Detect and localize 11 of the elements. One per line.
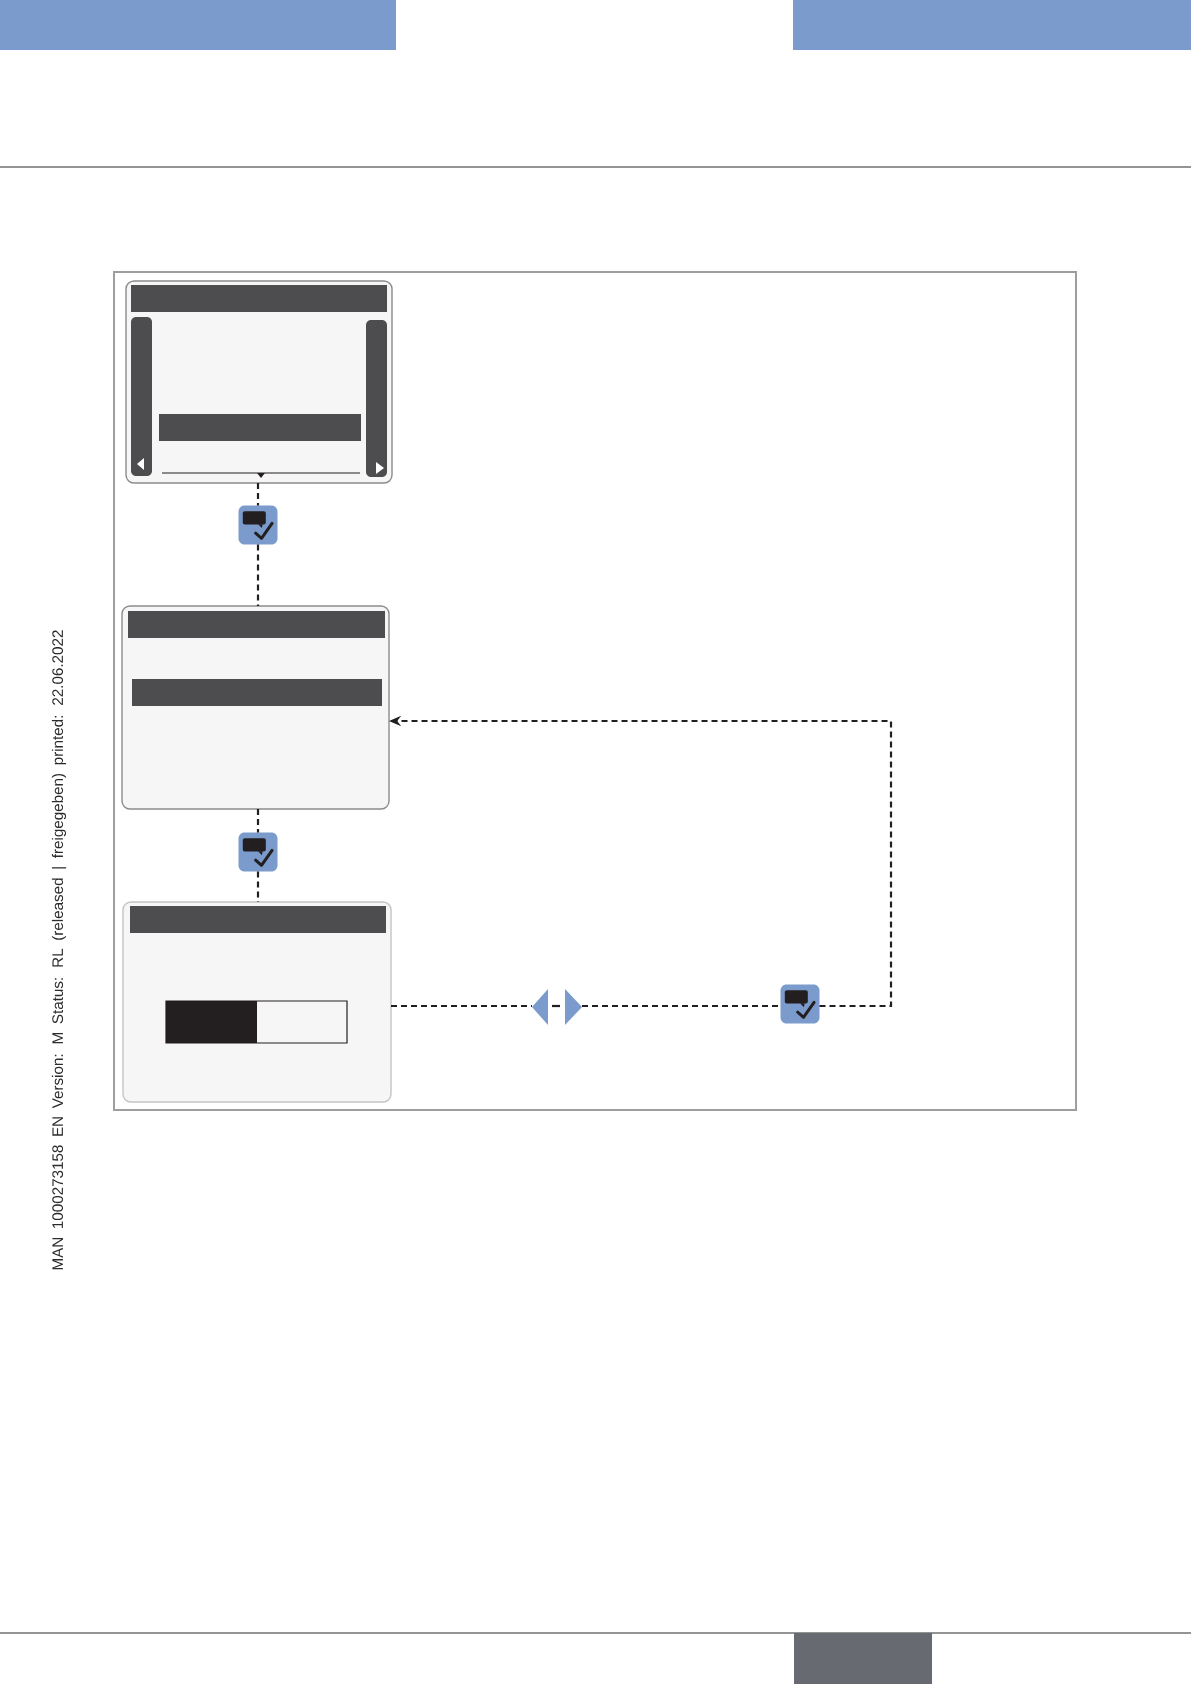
speech-bubble-check-icon — [238, 505, 278, 545]
speech-bubble-check-icon — [780, 984, 820, 1024]
connector-line — [256, 544, 260, 606]
margin-note: MAN 1000273158 EN Version: M Status: RL (released | freigegeben) printed: 22.06.2022 — [51, 630, 67, 1270]
left-right-arrows-icon — [532, 989, 582, 1025]
connector-line — [582, 1004, 781, 1008]
speech-bubble-check-icon — [238, 832, 278, 872]
connector-line — [256, 809, 260, 833]
connector-line — [391, 1004, 532, 1008]
display-screen — [121, 605, 390, 810]
connector-line — [256, 483, 260, 506]
